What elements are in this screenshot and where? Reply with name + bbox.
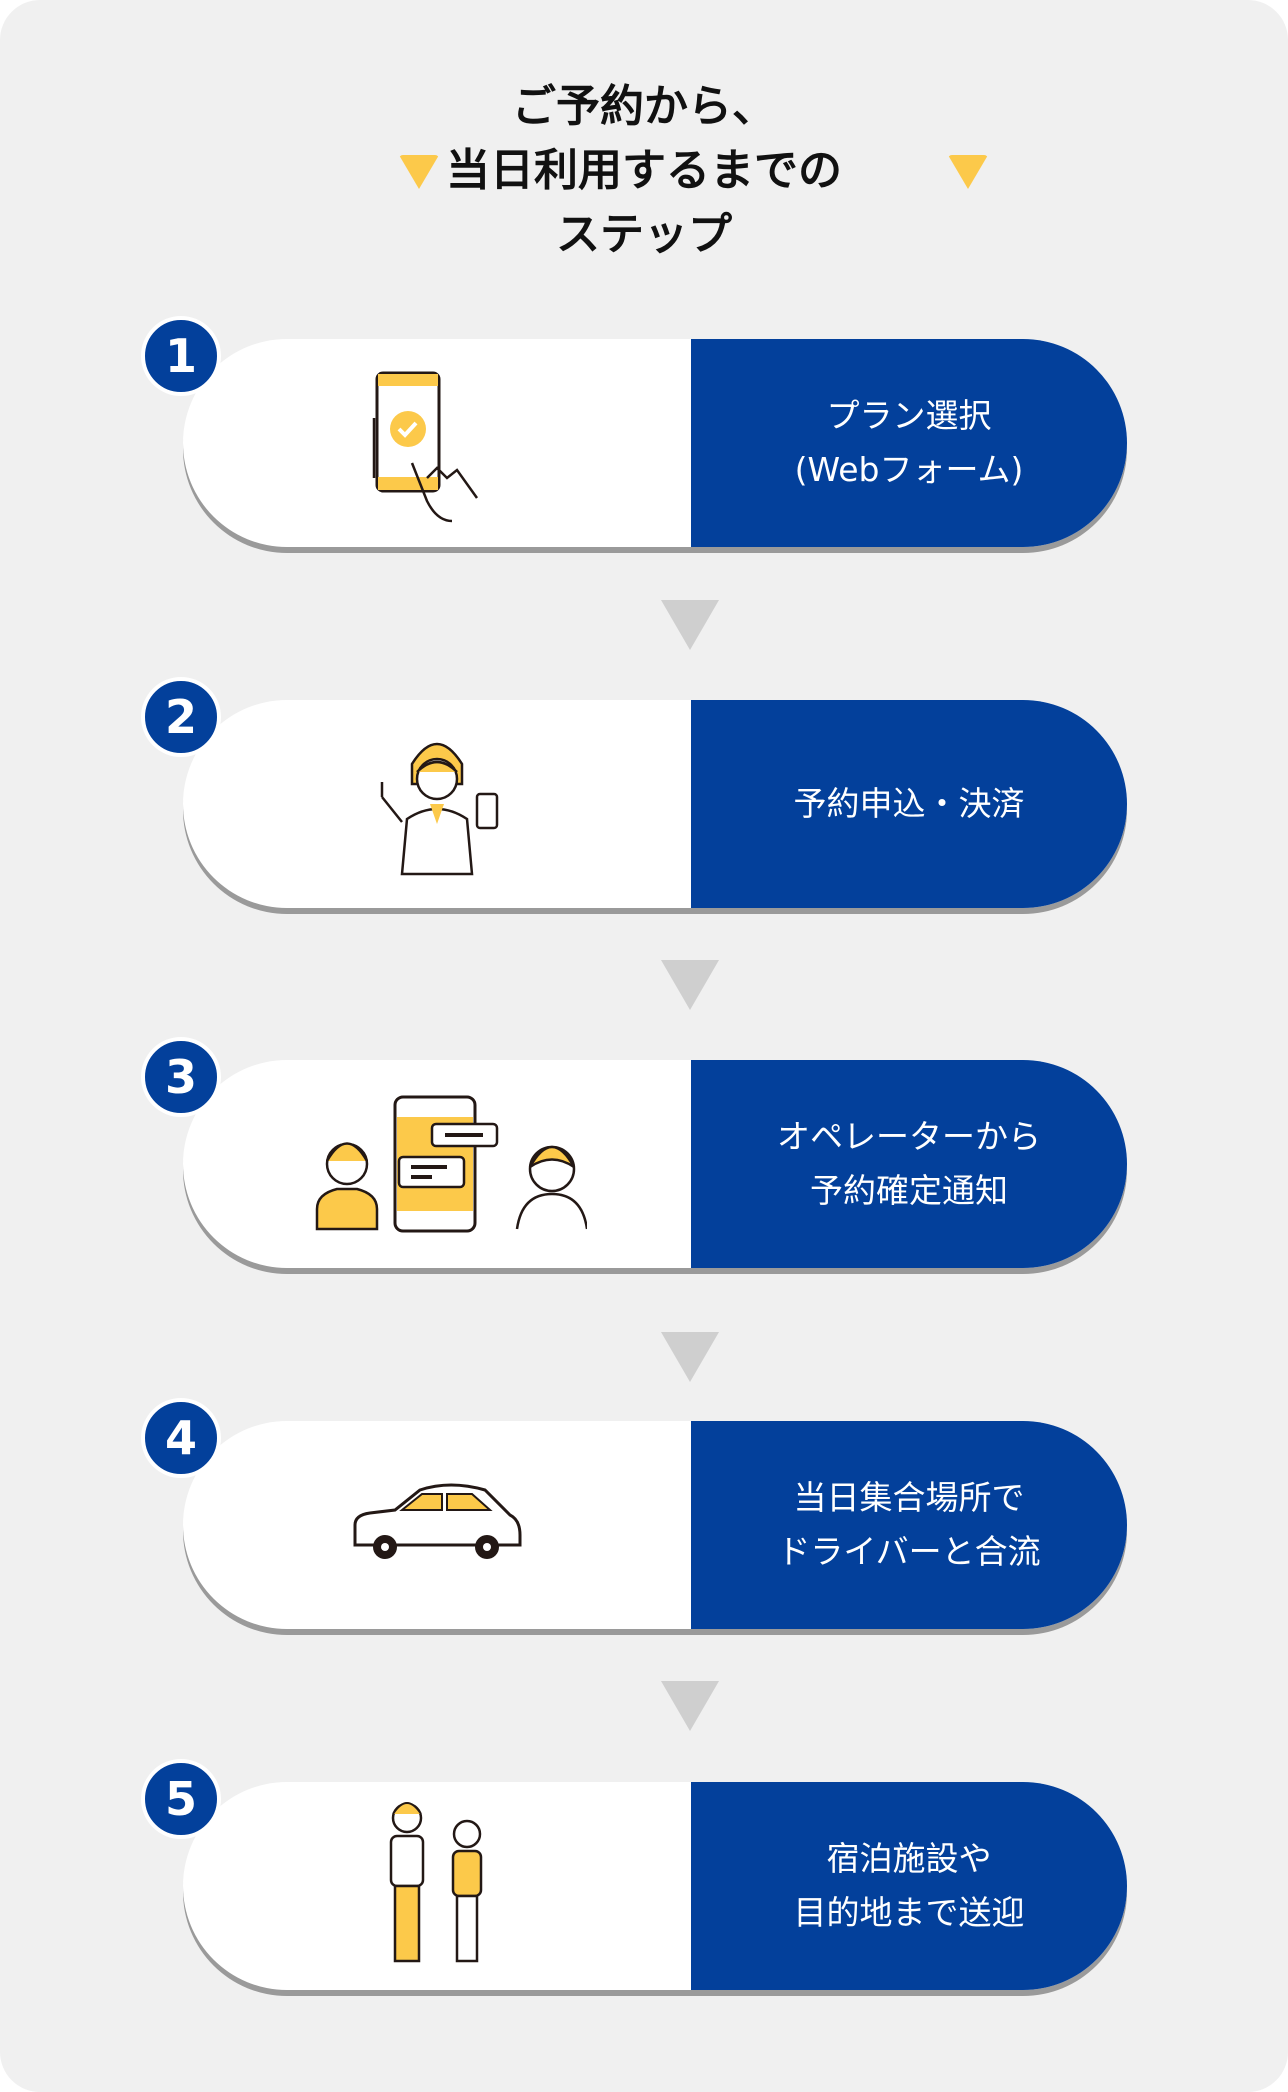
smartphone-check-icon [183,339,691,547]
car-icon [183,1421,691,1629]
title-line-1: ご予約から、 [512,81,776,132]
step-title: プラン選択 [826,396,992,435]
triangle-down-icon [399,155,439,189]
operator-chat-icon [183,1060,691,1268]
step-subtitle: ドライバーと合流 [777,1532,1041,1571]
step-subtitle: 予約確定通知 [810,1171,1008,1210]
step-label: 当日集合場所で ドライバーと合流 [691,1421,1127,1629]
step-card-5: 宿泊施設や 目的地まで送迎 [183,1782,1127,1990]
step-card-4: 当日集合場所で ドライバーと合流 [183,1421,1127,1629]
person-with-phone-icon [183,700,691,908]
step-card-3: オペレーターから 予約確定通知 [183,1060,1127,1268]
step-title: 宿泊施設や [826,1839,992,1878]
step-number-badge: 2 [141,677,221,757]
step-card-1: プラン選択 (Webフォーム) [183,339,1127,547]
step-number-badge: 3 [141,1037,221,1117]
title-line-3: ステップ [556,209,732,260]
arrow-down-icon [661,1681,719,1731]
step-number-badge: 4 [141,1398,221,1478]
step-label: プラン選択 (Webフォーム) [691,339,1127,547]
step-subtitle: (Webフォーム) [794,450,1024,489]
arrow-down-icon [661,600,719,650]
triangle-down-icon [948,155,988,189]
step-subtitle: 目的地まで送迎 [793,1893,1025,1932]
arrow-down-icon [661,960,719,1010]
step-number-badge: 5 [141,1759,221,1839]
step-title: 予約申込・決済 [793,784,1025,823]
title-line-2: 当日利用するまでの [446,145,842,196]
travelers-icon [183,1782,691,1990]
step-title: 当日集合場所で [793,1478,1025,1517]
step-title: オペレーターから [777,1117,1041,1156]
step-card-2: 予約申込・決済 [183,700,1127,908]
step-label: オペレーターから 予約確定通知 [691,1060,1127,1268]
step-number-badge: 1 [141,316,221,396]
arrow-down-icon [661,1332,719,1382]
step-label: 宿泊施設や 目的地まで送迎 [691,1782,1127,1990]
step-label: 予約申込・決済 [691,700,1127,908]
